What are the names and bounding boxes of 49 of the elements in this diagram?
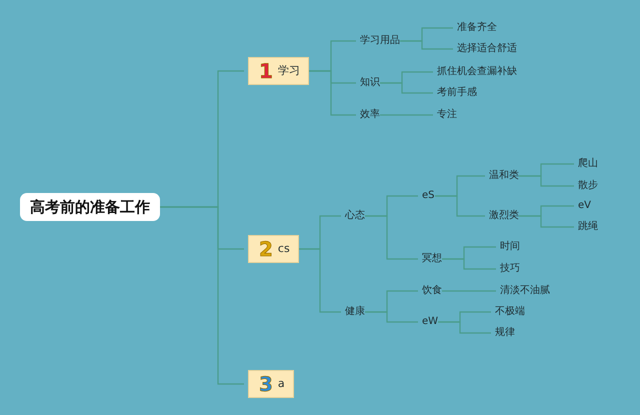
subtopic-label: 爬山 bbox=[578, 157, 598, 171]
subtopic-label: 散步 bbox=[578, 179, 598, 193]
subtopic-label: 清淡不油腻 bbox=[500, 284, 550, 298]
topic-number: 2 bbox=[259, 238, 273, 260]
subtopic-label: 抓住机会查漏补缺 bbox=[437, 65, 517, 79]
subtopic-label: eW bbox=[422, 315, 438, 329]
subtopic-label: 知识 bbox=[360, 76, 380, 90]
topic-number: 3 bbox=[259, 373, 273, 395]
topic-box bbox=[248, 370, 294, 398]
subtopic-label: 考前手感 bbox=[437, 86, 477, 100]
connector-line bbox=[380, 114, 433, 116]
connector-line bbox=[309, 70, 356, 116]
subtopic-label: 健康 bbox=[345, 305, 365, 319]
connector-line bbox=[438, 321, 491, 334]
connector-line bbox=[380, 82, 433, 94]
subtopic-label: 效率 bbox=[360, 108, 380, 122]
connector-line bbox=[435, 195, 485, 217]
connector-line bbox=[365, 215, 418, 260]
connector-line bbox=[442, 258, 496, 270]
subtopic-label: eV bbox=[578, 199, 591, 213]
subtopic-label: eS bbox=[422, 189, 434, 203]
topic-label: cs bbox=[278, 242, 290, 256]
subtopic-label: 准备齐全 bbox=[457, 21, 497, 35]
connector-line bbox=[442, 290, 496, 292]
topic-number: 1 bbox=[259, 60, 273, 82]
topic-box bbox=[248, 57, 309, 85]
subtopic-label: 温和类 bbox=[489, 169, 519, 183]
subtopic-label: 饮食 bbox=[422, 284, 442, 298]
subtopic-label: 冥想 bbox=[422, 252, 442, 266]
connector-line bbox=[365, 311, 418, 323]
subtopic-label: 跳绳 bbox=[578, 220, 598, 234]
central-topic: 高考前的准备工作 bbox=[20, 193, 160, 221]
subtopic-label: 规律 bbox=[495, 326, 515, 340]
connector-line bbox=[160, 206, 244, 385]
subtopic-label: 技巧 bbox=[500, 262, 520, 276]
subtopic-label: 激烈类 bbox=[489, 209, 519, 223]
connector-line bbox=[519, 215, 574, 228]
subtopic-label: 时间 bbox=[500, 240, 520, 254]
subtopic-label: 学习用品 bbox=[360, 34, 400, 48]
connector-line bbox=[299, 248, 341, 313]
connector-line bbox=[400, 40, 453, 50]
topic-label: 学习 bbox=[278, 64, 300, 78]
topic-box bbox=[248, 235, 299, 263]
connector-line bbox=[519, 175, 574, 187]
topic-label: a bbox=[278, 377, 285, 391]
subtopic-label: 选择适合舒适 bbox=[457, 42, 517, 56]
subtopic-label: 专注 bbox=[437, 108, 457, 122]
subtopic-label: 心态 bbox=[345, 209, 365, 223]
subtopic-label: 不极端 bbox=[495, 305, 525, 319]
